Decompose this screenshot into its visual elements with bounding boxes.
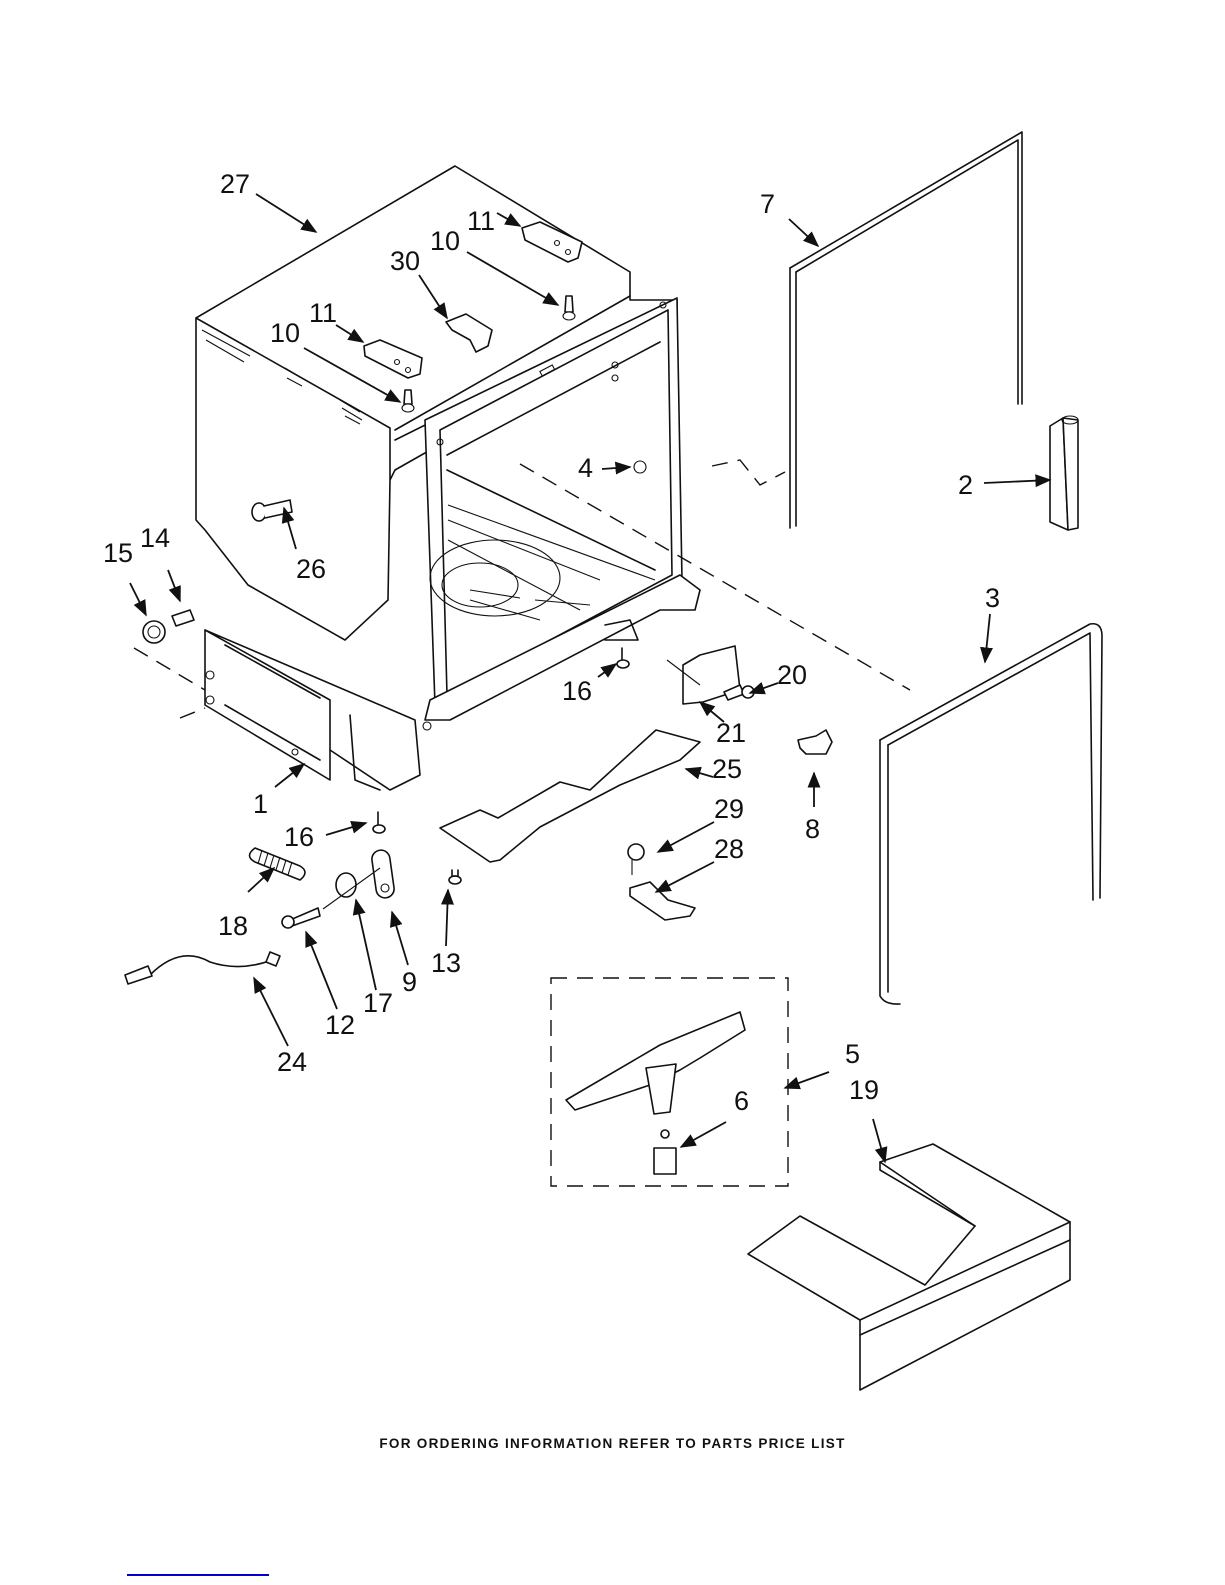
callout-12: 12: [325, 1010, 355, 1040]
plate-25: [440, 730, 700, 862]
callout-21: 21: [716, 718, 746, 748]
callout-17: 17: [363, 988, 393, 1018]
callout-18: 18: [218, 911, 248, 941]
callout-3: 3: [985, 583, 1000, 613]
callout-19: 19: [849, 1075, 879, 1105]
callout-4: 4: [578, 453, 593, 483]
clip-8: [798, 730, 832, 754]
sensor-29: [628, 844, 644, 875]
door-gasket-7: [712, 132, 1022, 528]
link-9: [371, 849, 396, 899]
callout-26: 26: [296, 554, 326, 584]
leveling-foot-15-14: [134, 610, 205, 718]
callout-6: 6: [734, 1086, 749, 1116]
callout-1: 1: [253, 789, 268, 819]
callout-11: 11: [309, 298, 337, 328]
panel-19: [748, 1144, 1070, 1390]
callout-16: 16: [284, 822, 314, 852]
screw-12: [282, 908, 320, 928]
callout-5: 5: [845, 1039, 860, 1069]
pump-6: [654, 1130, 676, 1174]
callout-11: 11: [467, 206, 495, 236]
callout-7: 7: [760, 189, 775, 219]
hyperlink-underline[interactable]: [127, 1574, 269, 1576]
callout-10: 10: [430, 226, 460, 256]
callout-30: 30: [390, 246, 420, 276]
callout-15: 15: [103, 538, 133, 568]
callout-24: 24: [277, 1047, 307, 1077]
foot-16-upper: [617, 648, 629, 668]
callout-28: 28: [714, 834, 744, 864]
callout-25: 25: [712, 754, 742, 784]
callout-29: 29: [714, 794, 744, 824]
spring-18: [250, 848, 306, 880]
callout-9: 9: [402, 967, 417, 997]
callout-27: 27: [220, 169, 250, 199]
callout-8: 8: [805, 814, 820, 844]
callout-10: 10: [270, 318, 300, 348]
callout-16: 16: [562, 676, 592, 706]
callout-13: 13: [431, 948, 461, 978]
ordering-info-footer: FOR ORDERING INFORMATION REFER TO PARTS …: [0, 1436, 1225, 1451]
ground-wire-24: [125, 952, 280, 984]
foot-16-lower: [373, 812, 385, 833]
callout-2: 2: [958, 470, 973, 500]
foot-13: [449, 870, 461, 884]
washer-17: [323, 868, 380, 909]
callout-20: 20: [777, 660, 807, 690]
hinge-cover-2: [1050, 416, 1078, 530]
callout-14: 14: [140, 523, 170, 553]
